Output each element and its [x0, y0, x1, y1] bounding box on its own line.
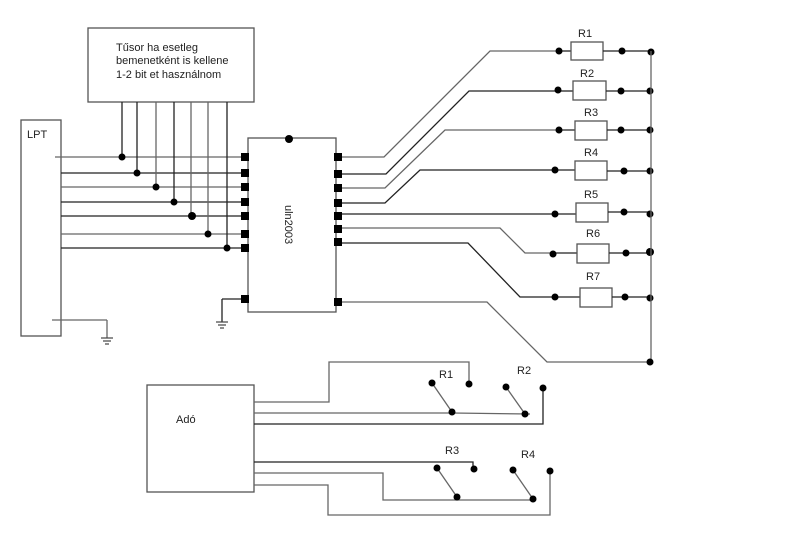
relay-group-bottom: R3 R4 — [254, 445, 554, 516]
trace-r1 — [342, 50, 560, 158]
header-note-line-1: Tűsor ha esetleg — [116, 42, 198, 54]
ic-com-pin — [334, 298, 342, 306]
junction-dot — [170, 198, 178, 206]
relay-group-top: R1 R2 — [254, 361, 547, 425]
relay-r3-contact — [436, 467, 458, 498]
trace-r7 — [342, 242, 555, 298]
relay-r4-contact — [512, 469, 534, 500]
ic-label: uln2003 — [282, 205, 294, 244]
lpt-label: LPT — [27, 129, 47, 141]
resistor-r7: R7 — [551, 271, 654, 308]
relay-r1-contact — [431, 382, 453, 413]
header-note-line-3: 1-2 bit et használnom — [116, 69, 221, 81]
junction-dot — [223, 244, 231, 252]
resistor-label: R5 — [584, 189, 598, 201]
ic-output-pins — [334, 153, 342, 306]
transmitter-label: Adó — [176, 414, 196, 426]
trace-r4 — [342, 169, 555, 204]
ic-ground-pin — [241, 295, 249, 303]
junction-dot — [152, 183, 160, 191]
trace-r6 — [342, 227, 552, 254]
pin1-marker-dot — [285, 135, 293, 143]
resistor-label: R3 — [584, 107, 598, 119]
resistor-bank: R1 R2 R3 R4 — [549, 28, 655, 366]
resistor-r2: R2 — [554, 68, 654, 101]
resistor-r1: R1 — [555, 28, 655, 61]
header-note-line-2: bemenetként is kellene — [116, 55, 229, 67]
junction-dot — [188, 212, 196, 220]
pin-header-box — [87, 27, 255, 103]
relay-label: R3 — [445, 445, 459, 457]
resistor-label: R4 — [584, 147, 598, 159]
resistor-r5: R5 — [551, 189, 654, 223]
junction-dot — [118, 153, 126, 161]
resistor-label: R1 — [578, 28, 592, 40]
header-taps — [118, 102, 231, 252]
resistor-label: R7 — [586, 271, 600, 283]
relay-label: R1 — [439, 369, 453, 381]
trace-r3 — [342, 129, 558, 189]
uln2003-chip — [247, 137, 337, 313]
relay-label: R2 — [517, 365, 531, 377]
transmitter-box — [146, 384, 255, 493]
output-traces — [342, 50, 651, 363]
lpt-ground — [52, 319, 113, 345]
trace-com — [342, 301, 651, 363]
lpt-data-lines — [55, 156, 244, 249]
ic-ground — [216, 298, 241, 329]
resistor-label: R6 — [586, 228, 600, 240]
resistor-r4: R4 — [551, 147, 654, 181]
lpt-connector — [20, 119, 62, 337]
resistor-r3: R3 — [555, 107, 654, 141]
junction-dot — [204, 230, 212, 238]
ic-input-pins — [241, 153, 249, 303]
trace-r2 — [342, 90, 558, 175]
resistor-label: R2 — [580, 68, 594, 80]
junction-dot — [133, 169, 141, 177]
relay-label: R4 — [521, 449, 535, 461]
resistor-r6: R6 — [549, 228, 654, 264]
relay-r2-contact — [505, 386, 526, 415]
